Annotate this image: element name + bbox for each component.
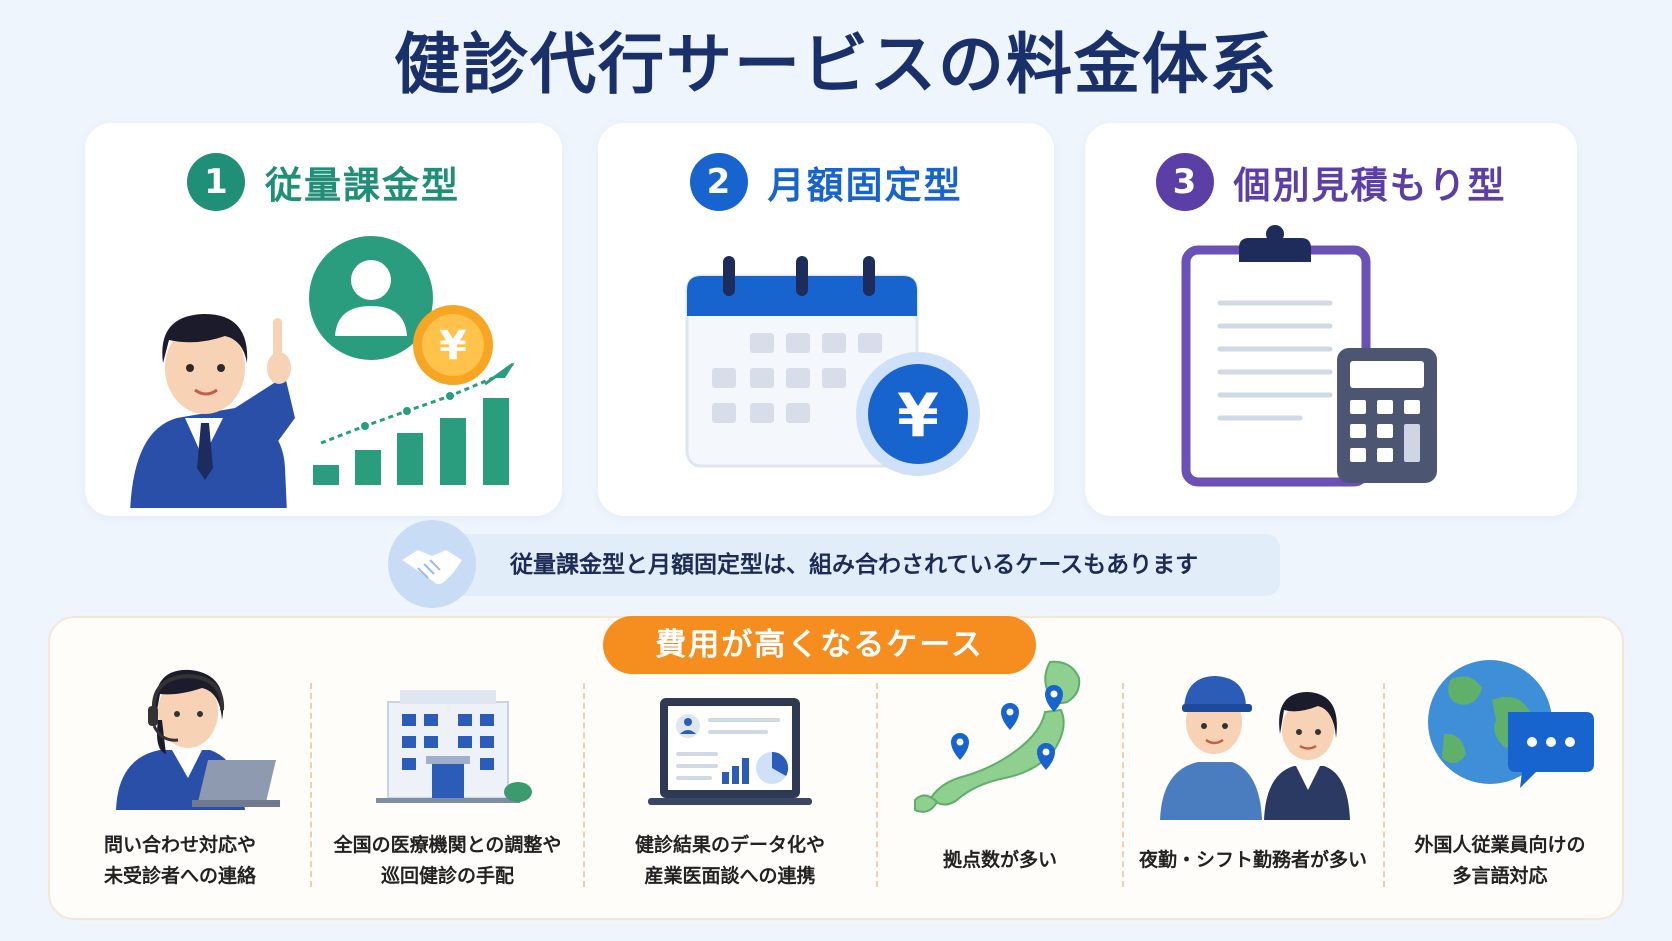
- page-title: 健診代行サービスの料金体系: [394, 26, 1278, 103]
- card-header: 2 月額固定型: [598, 153, 1054, 211]
- case-label: 全国の医療機関との調整や 巡回健診の手配: [333, 834, 562, 887]
- japan-map-pins-icon: [914, 660, 1081, 813]
- shift-workers-icon: [1160, 676, 1350, 820]
- cost-case-many-sites: 拠点数が多い: [885, 650, 1115, 900]
- person-yen-growth-icon: ¥: [130, 236, 515, 508]
- yen-symbol: ¥: [897, 381, 939, 451]
- hospital-building-icon: [375, 690, 532, 803]
- divider: [1383, 683, 1385, 887]
- cost-case-multilingual: 外国人従業員向けの 多言語対応: [1390, 650, 1610, 900]
- cost-case-medical-coordination: 全国の医療機関との調整や 巡回健診の手配: [315, 650, 580, 900]
- divider: [1122, 683, 1124, 887]
- card-title: 月額固定型: [767, 164, 963, 207]
- note-text: 従量課金型と月額固定型は、組み合わされているケースもあります: [510, 552, 1199, 578]
- number-badge: 1: [187, 153, 245, 211]
- case-label: 夜勤・シフト勤務者が多い: [1138, 849, 1367, 871]
- globe-chat-icon: [1428, 660, 1594, 788]
- case-label: 拠点数が多い: [942, 849, 1057, 871]
- divider: [310, 683, 312, 887]
- divider: [876, 683, 878, 887]
- card-header: 3 個別見積もり型: [1085, 153, 1577, 211]
- case-label: 外国人従業員向けの 多言語対応: [1414, 834, 1586, 887]
- combination-note: 従量課金型と月額固定型は、組み合わされているケースもあります: [440, 534, 1280, 596]
- card-title: 個別見積もり型: [1233, 164, 1507, 207]
- pricing-card-pay-per-use: 1 従量課金型 ¥: [85, 123, 562, 516]
- businessman-illustration: [130, 313, 295, 508]
- case-label: 問い合わせ対応や 未受診者への連絡: [103, 834, 256, 887]
- card-header: 1 従量課金型: [85, 153, 562, 211]
- cost-cases-badge: 費用が高くなるケース: [603, 616, 1036, 674]
- laptop-dashboard-icon: [648, 698, 812, 805]
- number-badge: 3: [1155, 153, 1214, 211]
- pricing-card-custom-quote: 3 個別見積もり型: [1085, 123, 1577, 516]
- handshake-icon: [388, 520, 476, 608]
- cost-case-shift-workers: 夜勤・シフト勤務者が多い: [1128, 650, 1378, 900]
- cost-case-data-integration: 健診結果のデータ化や 産業医面談への連携: [595, 650, 865, 900]
- yen-symbol: ¥: [439, 323, 467, 369]
- cost-case-inquiries: 問い合わせ対応や 未受診者への連絡: [60, 650, 300, 900]
- divider: [583, 683, 585, 887]
- calendar-yen-icon: ¥: [685, 256, 980, 476]
- clipboard-calculator-icon: [1181, 225, 1437, 487]
- pricing-card-monthly-fixed: 2 月額固定型 ¥: [598, 123, 1054, 516]
- operator-laptop-icon: [116, 669, 280, 810]
- card-title: 従量課金型: [265, 164, 460, 207]
- case-label: 健診結果のデータ化や 産業医面談への連携: [634, 834, 825, 887]
- number-badge: 2: [689, 153, 748, 211]
